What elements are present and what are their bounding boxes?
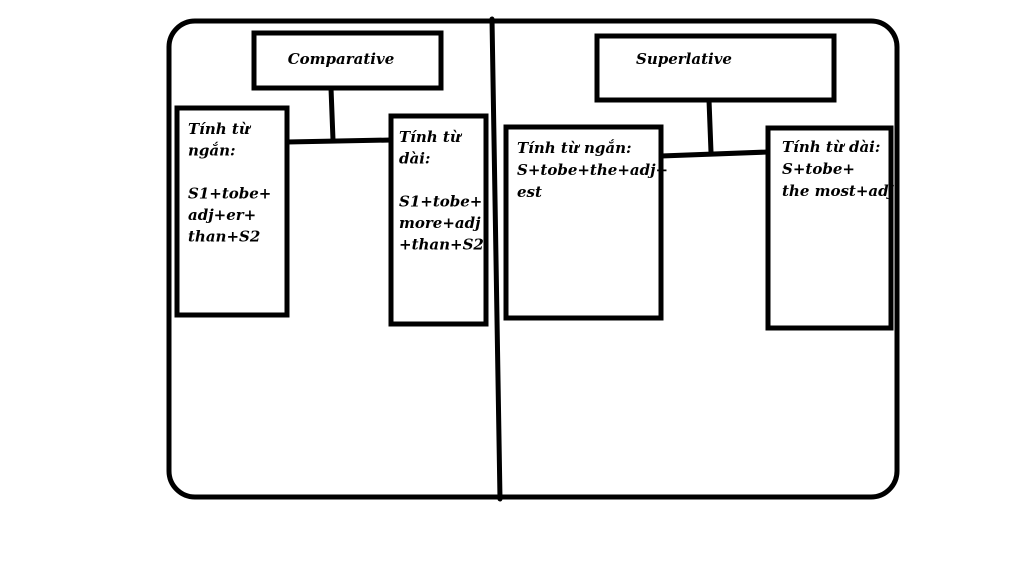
superlative-title-box	[594, 33, 837, 103]
text-line: dài:	[399, 150, 430, 168]
superlative-long-box	[765, 125, 894, 331]
text-line: S+tobe+	[782, 160, 855, 178]
text-line: adj+er+	[188, 206, 256, 224]
superlative-short-text: Tính từ ngắn: S+tobe+the+adj+ est	[517, 139, 668, 201]
comparative-title-box	[251, 30, 444, 91]
text-line: S1+tobe+	[188, 185, 271, 203]
superlative-long-text: Tính từ dài: S+tobe+ the most+adj	[782, 138, 895, 200]
text-line: est	[517, 183, 542, 201]
comparative-title: Comparative	[288, 50, 395, 68]
comparative-long-text: Tính từ dài: S1+tobe+ more+adj +than+S2	[399, 128, 484, 254]
outer-frame	[166, 18, 900, 500]
superlative-short-box	[503, 124, 664, 321]
center-divider	[489, 16, 503, 502]
text-line: Tính từ dài:	[782, 138, 880, 156]
text-line	[188, 163, 193, 181]
comparative-connector-horizontal	[284, 137, 394, 145]
comparative-short-box	[174, 105, 290, 318]
superlative-title: Superlative	[636, 50, 732, 68]
comparative-short-text: Tính từ ngắn: S1+tobe+ adj+er+ than+S2	[188, 120, 271, 246]
text-line: more+adj	[399, 214, 481, 232]
text-line: ngắn:	[188, 142, 236, 160]
superlative-connector-vertical	[706, 97, 714, 155]
text-line: the most+adj	[782, 182, 895, 200]
comparative-connector-vertical	[328, 85, 336, 143]
superlative-connector-horizontal	[658, 149, 771, 159]
comparative-section: Comparative Tính từ ngắn: S1+tobe+ adj+er+…	[174, 30, 489, 327]
text-line: S1+tobe+	[399, 193, 482, 211]
text-line	[399, 171, 404, 189]
text-line: Tính từ ngắn:	[517, 139, 632, 157]
text-line: Tính từ	[188, 120, 252, 138]
superlative-section: Superlative Tính từ ngắn: S+tobe+the+adj+…	[503, 33, 895, 331]
comparative-long-box	[388, 113, 489, 327]
text-line: Tính từ	[399, 128, 463, 146]
text-line: than+S2	[188, 228, 260, 246]
text-line: S+tobe+the+adj+	[517, 161, 668, 179]
text-line: +than+S2	[399, 236, 484, 254]
